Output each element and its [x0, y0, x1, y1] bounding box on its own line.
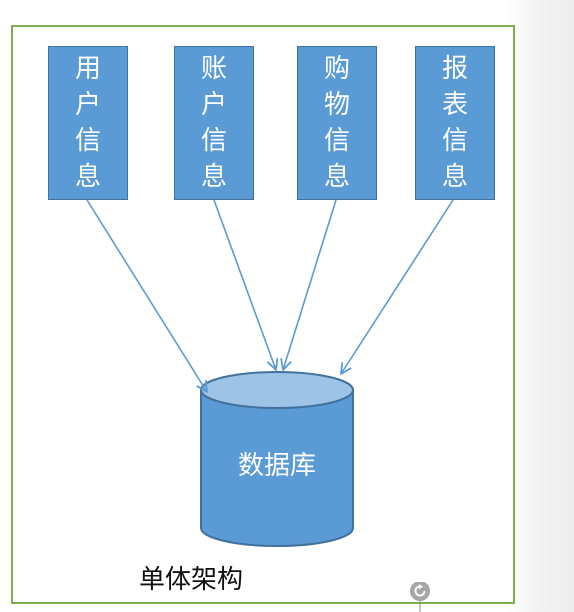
node-label-char: 物 — [323, 90, 350, 120]
node-account-info[interactable]: 账户信息 — [174, 46, 254, 200]
rotate-handle-icon[interactable] — [409, 582, 431, 612]
arrow-shopping-to-db — [280, 199, 337, 371]
node-label: 购物信息 — [298, 51, 376, 195]
node-label-char: 购 — [323, 54, 350, 84]
node-label-char: 户 — [74, 90, 101, 120]
node-label: 用户信息 — [49, 51, 127, 195]
node-label: 账户信息 — [175, 51, 253, 195]
node-label-char: 信 — [323, 126, 350, 156]
node-label-char: 息 — [441, 162, 468, 192]
arrow-report-to-db — [340, 199, 454, 375]
node-label-char: 表 — [441, 90, 468, 120]
node-label-char: 户 — [200, 90, 227, 120]
arrow-user-to-db — [86, 199, 208, 393]
diagram-caption: 单体架构 — [139, 565, 244, 595]
node-label: 报表信息 — [416, 51, 494, 195]
node-label-char: 信 — [200, 126, 227, 156]
node-label-char: 息 — [323, 162, 350, 192]
node-label-char: 报 — [441, 54, 468, 84]
node-label-char: 息 — [200, 162, 227, 192]
node-label-char: 用 — [74, 54, 101, 84]
node-report-info[interactable]: 报表信息 — [415, 46, 495, 200]
node-label-char: 信 — [441, 126, 468, 156]
node-label-char: 息 — [74, 162, 101, 192]
node-user-info[interactable]: 用户信息 — [48, 46, 128, 200]
node-label-char: 账 — [200, 54, 227, 84]
node-label-char: 信 — [74, 126, 101, 156]
arrow-account-to-db — [213, 199, 279, 371]
node-shopping-info[interactable]: 购物信息 — [297, 46, 377, 200]
database-label: 数据库 — [237, 451, 316, 481]
database-cylinder — [200, 371, 354, 547]
